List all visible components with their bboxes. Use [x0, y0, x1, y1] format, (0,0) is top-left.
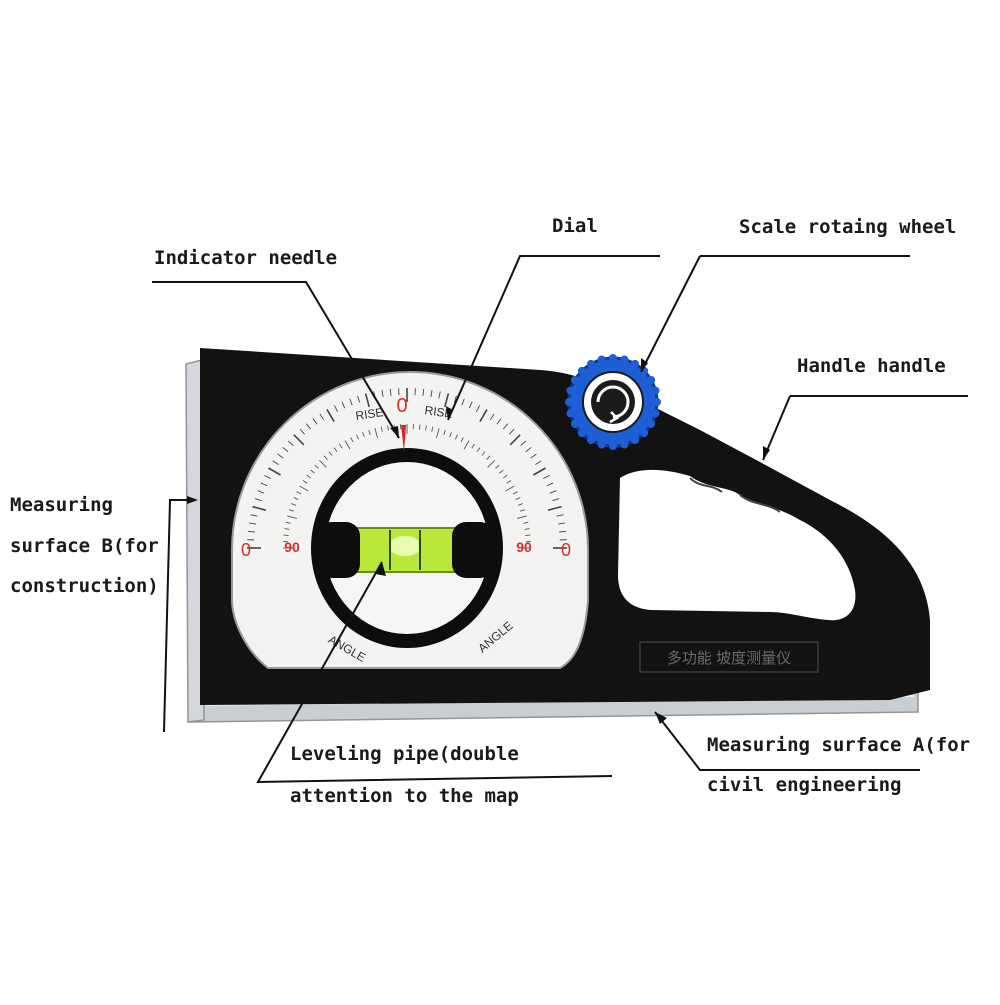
label-surface-b-1: Measuring	[10, 496, 113, 515]
wheel-tooth	[652, 409, 660, 417]
label-scale-wheel: Scale rotaing wheel	[739, 218, 956, 237]
wheel-tooth	[647, 420, 655, 428]
wheel-tooth	[578, 367, 586, 375]
wheel-tooth	[598, 441, 606, 449]
wheel-tooth	[620, 441, 628, 449]
wheel-tooth	[652, 387, 660, 395]
dial-side-zero-left: 0	[241, 540, 251, 560]
wheel-tooth	[587, 360, 595, 368]
scale-rotating-wheel[interactable]	[565, 354, 661, 450]
label-leveling-1: Leveling pipe(double	[290, 745, 519, 764]
dial-tick-inner	[525, 535, 530, 536]
wheel-tooth	[598, 355, 606, 363]
wheel-tooth	[631, 360, 639, 368]
wheel-tooth	[571, 420, 579, 428]
wheel-tooth	[566, 387, 574, 395]
wheel-tooth	[647, 376, 655, 384]
label-dial: Dial	[552, 217, 598, 236]
body-inscription: 多功能 坡度测量仪	[667, 650, 791, 667]
level-bubble	[389, 536, 421, 556]
wheel-tooth	[565, 398, 573, 406]
wheel-tooth	[566, 409, 574, 417]
label-indicator-needle: Indicator needle	[154, 249, 337, 268]
label-handle: Handle handle	[797, 357, 946, 376]
dial-top-zero: 0	[396, 395, 407, 417]
wheel-tooth	[609, 354, 617, 362]
dial-side-zero-right: 0	[561, 540, 571, 560]
dial-ninety-right: 90	[516, 539, 532, 555]
wheel-tooth	[571, 376, 579, 384]
vial-cap-left	[318, 522, 360, 578]
wheel-tooth	[620, 355, 628, 363]
label-surface-a-2: civil engineering	[707, 776, 901, 795]
label-leveling-2: attention to the map	[290, 787, 519, 806]
wheel-tooth	[631, 436, 639, 444]
wheel-tooth	[653, 398, 661, 406]
label-surface-b-2: surface B(for	[10, 537, 159, 556]
dial-tick-inner	[284, 535, 289, 536]
wheel-tooth	[640, 429, 648, 437]
label-surface-b-3: construction)	[10, 577, 159, 596]
label-surface-a-1: Measuring surface A(for	[707, 736, 970, 755]
handle-leader	[763, 396, 968, 460]
vial-cap-right	[452, 522, 494, 578]
dial-tick-inner	[419, 425, 420, 430]
wheel-tooth	[587, 436, 595, 444]
wheel-tooth	[578, 429, 586, 437]
wheel-tooth	[609, 442, 617, 450]
dial-ninety-left: 90	[284, 539, 300, 555]
